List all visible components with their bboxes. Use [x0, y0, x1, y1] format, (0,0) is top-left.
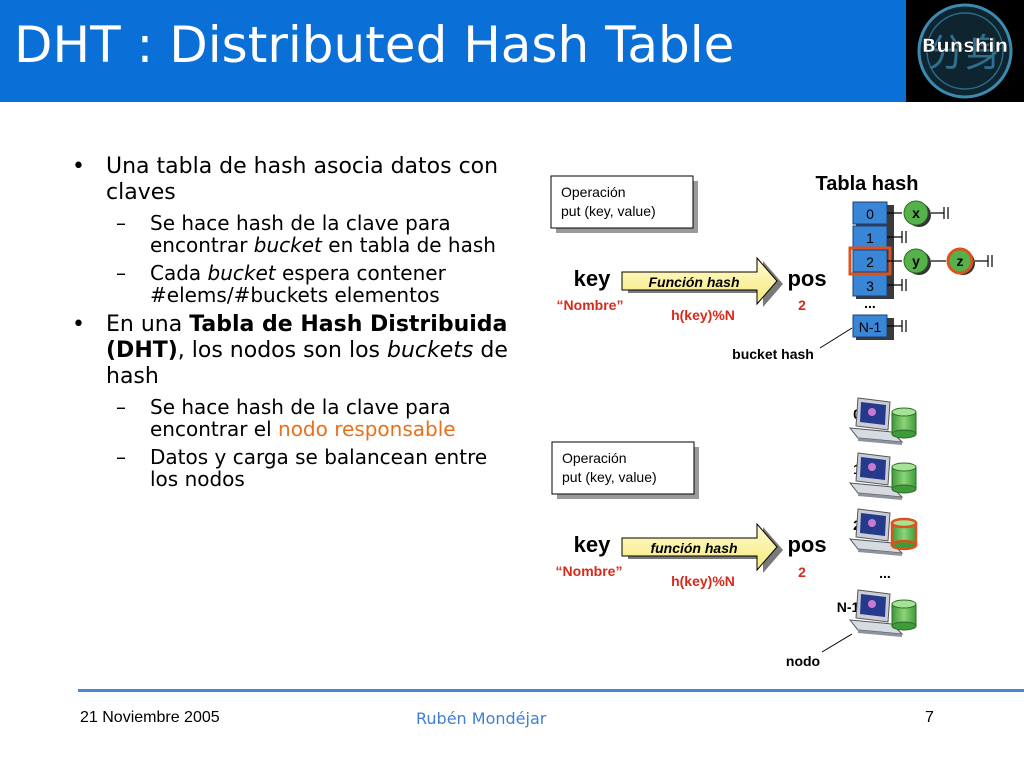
bucket-caption-pointer: [819, 327, 853, 349]
logo-emblem-icon: 分身 Bunshin: [917, 3, 1013, 99]
chain-node-y: y: [903, 248, 931, 275]
dash-mark: –: [116, 445, 126, 469]
bottom-pos-value: 2: [798, 564, 806, 580]
top-op-line1: Operación: [561, 184, 626, 200]
bullet-1: • Una tabla de hash asocia datos con cla…: [72, 154, 512, 206]
chain-links: [887, 207, 993, 332]
top-func-label: Función hash: [649, 274, 740, 290]
bullet-2-sub-1: – Se hace hash de la clave para encontra…: [72, 396, 512, 440]
bullet-1-text: Una tabla de hash asocia datos con clave…: [106, 154, 499, 205]
top-operation-box: Operación put (key, value): [550, 175, 698, 233]
b2-em: buckets: [386, 338, 474, 363]
b2-bold: Tabla de Hash Distribuida (DHT): [106, 312, 508, 363]
logo-text: Bunshin: [922, 35, 1008, 57]
bottom-key-value: “Nombre”: [556, 563, 623, 579]
bucket-last-label: N-1: [859, 319, 882, 335]
dash-mark: –: [116, 395, 126, 419]
node-last-label: N-1: [837, 599, 860, 615]
top-key-label: key: [574, 266, 611, 291]
top-pos-value: 2: [798, 297, 806, 313]
node-ellipsis: ...: [879, 565, 891, 581]
b2-mid: , los nodos son los: [177, 338, 387, 363]
bucket-ellipsis: ...: [864, 295, 876, 311]
top-op-line2: put (key, value): [561, 203, 656, 219]
top-formula: h(key)%N: [671, 307, 735, 323]
chain-node-z: z: [946, 247, 975, 275]
footer-date: 21 Noviembre 2005: [80, 709, 220, 726]
b1-sub1-em: bucket: [253, 233, 322, 257]
b2-sub1-orange: nodo responsable: [278, 417, 456, 441]
bottom-pos-label: pos: [787, 532, 826, 557]
top-key-value: “Nombre”: [557, 297, 624, 313]
page-number: 7: [925, 709, 934, 726]
bottom-func-label: función hash: [650, 540, 737, 556]
bucket-3-label: 3: [866, 278, 874, 294]
bullet-1-sub-2: – Cada bucket espera contener #elems/#bu…: [72, 262, 512, 306]
chain-node-x: x: [903, 200, 931, 227]
database-icon: [891, 462, 917, 494]
chain-y-label: y: [912, 253, 920, 269]
bucket-1-label: 1: [866, 230, 874, 246]
top-hash-arrow: Función hash: [621, 256, 783, 307]
title-bar: DHT : Distributed Hash Table: [0, 0, 906, 102]
b2-sub2: Datos y carga se balancean entre los nod…: [150, 445, 488, 491]
b1-sub2-pre: Cada: [150, 261, 208, 285]
dht-diagram: Tabla hash Operación put (key, value) ke…: [550, 173, 993, 669]
node-0: 0: [849, 397, 917, 446]
footer-author: Rubén Mondéjar: [416, 709, 547, 728]
bucket-caption: bucket hash: [732, 346, 814, 362]
node-2: 2: [849, 508, 918, 557]
database-icon: [891, 407, 917, 439]
hash-table-title: Tabla hash: [816, 173, 919, 195]
node-caption: nodo: [786, 653, 820, 669]
database-icon: [891, 599, 917, 631]
chain-z-label: z: [957, 253, 964, 269]
bullet-2-sub-2: – Datos y carga se balancean entre los n…: [72, 446, 512, 490]
footer-divider: [78, 689, 1024, 692]
bucket-0-label: 0: [866, 206, 874, 222]
b2-sub1-pre: Se hace hash de la clave para encontrar …: [150, 395, 451, 441]
bunshin-logo: 分身 Bunshin: [906, 0, 1024, 102]
node-1: 1: [849, 452, 917, 501]
logo-kanji: 分身: [927, 31, 1003, 75]
node-caption-pointer: [821, 633, 853, 653]
bucket-column: 0 1 2 3 ... N-1: [848, 201, 894, 340]
top-pos-label: pos: [787, 266, 826, 291]
bottom-op-line2: put (key, value): [562, 469, 657, 485]
bullet-1-sub-1: – Se hace hash de la clave para encontra…: [72, 212, 512, 256]
b1-sub2-em: bucket: [207, 261, 276, 285]
node-last: N-1: [837, 589, 917, 638]
bottom-op-line1: Operación: [562, 450, 627, 466]
bullet-list: • Una tabla de hash asocia datos con cla…: [72, 154, 512, 496]
chain-x-label: x: [912, 205, 920, 221]
bullet-mark: •: [72, 154, 85, 179]
bottom-formula: h(key)%N: [671, 573, 735, 589]
bucket-2-label: 2: [866, 254, 874, 270]
b1-sub1-post: en tabla de hash: [321, 233, 496, 257]
bullet-mark: •: [72, 312, 85, 337]
b1-sub1-pre: Se hace hash de la clave para encontrar: [150, 211, 451, 257]
b2-post: de hash: [106, 338, 508, 389]
dash-mark: –: [116, 261, 126, 285]
bottom-operation-box: Operación put (key, value): [551, 441, 699, 499]
b2-pre: En una: [106, 312, 190, 337]
dash-mark: –: [116, 211, 126, 235]
database-icon: [890, 517, 918, 551]
slide-title: DHT : Distributed Hash Table: [14, 16, 735, 74]
bottom-key-label: key: [574, 532, 611, 557]
bullet-2: • En una Tabla de Hash Distribuida (DHT)…: [72, 312, 512, 390]
b1-sub2-post: espera contener #elems/#buckets elemento…: [150, 261, 446, 307]
bottom-hash-arrow: función hash: [621, 522, 783, 573]
